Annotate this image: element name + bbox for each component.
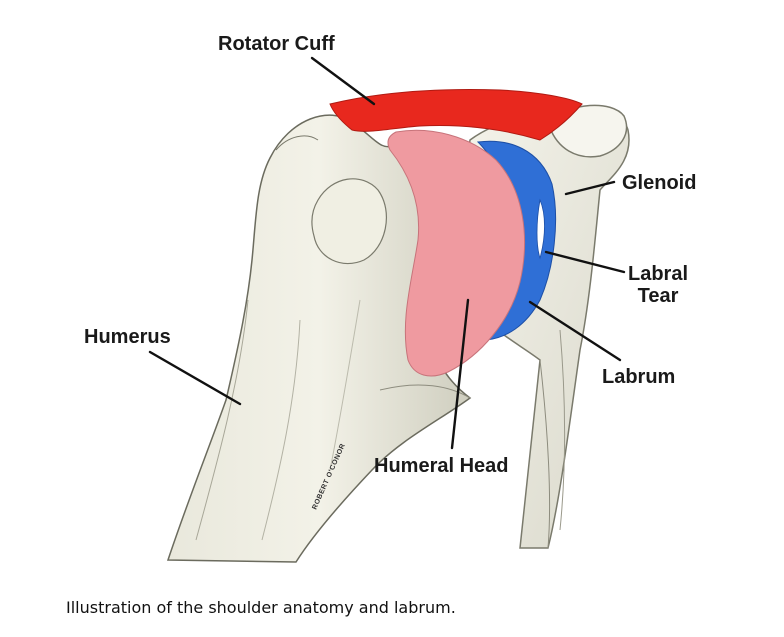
label-humeral-head: Humeral Head (374, 455, 509, 477)
glenoid-leader (564, 180, 616, 196)
rotator-cuff-leader (310, 56, 376, 106)
rotator-cuff-band (329, 89, 583, 141)
humeral-head-leader (450, 298, 470, 450)
label-glenoid: Glenoid (622, 172, 697, 194)
leader-lines (148, 56, 626, 450)
label-labral-tear-line2: Tear (637, 285, 679, 307)
labral-tear-leader (544, 250, 626, 274)
humeral-head (387, 129, 525, 377)
humerus-bone (166, 114, 472, 563)
label-labrum: Labrum (602, 366, 676, 388)
labrum-leader (528, 300, 622, 362)
figure-caption: Illustration of the shoulder anatomy and… (66, 598, 456, 617)
label-rotator-cuff: Rotator Cuff (218, 33, 335, 55)
label-labral-tear-line1: Labral (628, 263, 689, 285)
labral-tear-gap (536, 198, 545, 260)
humerus-leader (148, 350, 242, 406)
label-humerus: Humerus (84, 326, 171, 348)
label-labral-tear: Labral Tear (628, 263, 688, 307)
